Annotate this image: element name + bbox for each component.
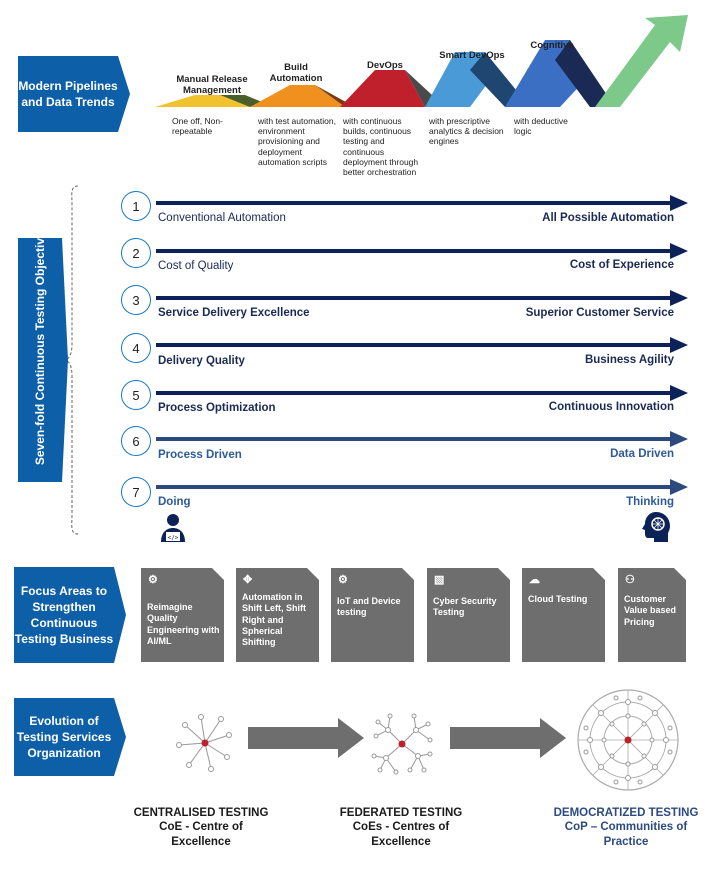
evolution-arrow-1 <box>248 718 364 758</box>
model-subtitle: CoEs - Centres of Excellence <box>352 821 450 848</box>
stage-smart-title: Smart DevOps <box>439 50 505 61</box>
focus-tag-label: Focus Areas to Strengthen Continuous Tes… <box>14 583 114 647</box>
focus-card-iot[interactable]: ⚙ IoT and Device testing <box>331 568 414 662</box>
objective-to: Continuous Innovation <box>548 401 674 413</box>
users-icon: ⚇ <box>625 574 635 586</box>
objective-number: 1 <box>121 191 151 221</box>
model-subtitle: CoP – Communities of Practice <box>564 821 688 848</box>
model-title: CENTRALISED TESTING <box>133 807 269 819</box>
objectives-tag-label: Seven-fold Continuous Testing Objectives <box>32 224 47 465</box>
stage-cognitive-shadow <box>555 40 615 107</box>
objective-number: 2 <box>121 238 151 268</box>
objective-to: Thinking <box>626 496 674 508</box>
cloud-icon: ☁ <box>529 574 540 586</box>
objective-arrow <box>156 431 688 447</box>
stage-build-title: Build Automation <box>269 62 323 85</box>
stage-manual-title: Manual Release Management <box>176 74 248 97</box>
stage-devops-title: DevOps <box>367 60 403 71</box>
focus-card-ai[interactable]: ⚙ Reimagine Quality Engineering with AI/… <box>141 568 224 662</box>
objective-arrow <box>156 290 688 306</box>
person-laptop-icon: </> <box>161 514 185 542</box>
focus-card-label: Reimagine Quality Engineering with AI/ML <box>147 602 220 646</box>
focus-card-cloud[interactable]: ☁ Cloud Testing <box>522 568 605 662</box>
pipelines-tag-arrow <box>118 56 130 132</box>
stage-build-band <box>250 85 345 107</box>
gears-icon: ⚙ <box>338 574 348 586</box>
objective-to: Data Driven <box>610 448 674 460</box>
move-arrows-icon: ✥ <box>243 574 253 586</box>
model-subtitle: CoE - Centre of Excellence <box>159 821 243 848</box>
evolution-tag: Evolution of Testing Services Organizati… <box>14 698 114 776</box>
objective-from: Doing <box>158 496 191 508</box>
objective-arrow <box>156 337 688 353</box>
objective-from: Service Delivery Excellence <box>158 307 310 319</box>
focus-card-pricing[interactable]: ⚇ Customer Value based Pricing <box>618 568 686 662</box>
stage-manual-band <box>155 95 250 107</box>
pipelines-tag: Modern Pipelines and Data Trends <box>18 56 118 132</box>
centralised-network-icon <box>176 714 232 772</box>
objective-to: Business Agility <box>584 354 674 366</box>
model-democratized: DEMOCRATIZED TESTING CoP – Communities o… <box>548 806 704 849</box>
evolution-arrow-2 <box>450 718 566 758</box>
objective-number: 5 <box>121 380 151 410</box>
objective-from: Process Driven <box>158 449 242 461</box>
objective-number: 3 <box>121 285 151 315</box>
objective-from: Cost of Quality <box>158 260 234 272</box>
security-chart-icon: ▧ <box>434 574 445 586</box>
model-centralised: CENTRALISED TESTING CoE - Centre of Exce… <box>126 806 276 849</box>
stage-cognitive-title: Cognitive <box>530 40 574 51</box>
stage-smart-desc: with prescriptive analytics & decision e… <box>429 116 504 147</box>
objectives-tag: Seven-fold Continuous Testing Objectives <box>18 224 62 482</box>
focus-tag: Focus Areas to Strengthen Continuous Tes… <box>14 567 114 663</box>
objective-from: Conventional Automation <box>158 212 286 224</box>
focus-card-label: Customer Value based Pricing <box>624 594 677 627</box>
objective-to: All Possible Automation <box>542 212 674 224</box>
focus-tag-arrow <box>114 567 126 663</box>
objective-number: 6 <box>121 426 151 456</box>
focus-card-label: Cyber Security Testing <box>433 596 497 618</box>
model-title: FEDERATED TESTING <box>339 807 463 819</box>
growth-arrow <box>595 15 688 107</box>
stage-manual-shadow <box>220 95 262 107</box>
svg-text:</>: </> <box>168 535 179 542</box>
pipeline-zigzag <box>155 15 688 107</box>
objective-number: 4 <box>121 333 151 363</box>
objective-arrow <box>156 479 688 495</box>
objective-arrow <box>156 195 688 211</box>
objective-to: Superior Customer Service <box>525 307 674 319</box>
stage-manual-desc: One off, Non-repeatable <box>172 116 223 137</box>
objectives-tag-arrow <box>62 238 68 482</box>
brain-head-icon <box>642 512 670 542</box>
stage-build-desc: with test automation, environment provis… <box>258 116 336 167</box>
focus-card-label: Cloud Testing <box>528 594 588 604</box>
stage-build-shadow <box>315 85 355 107</box>
objective-from: Process Optimization <box>158 402 276 414</box>
objective-number: 7 <box>121 477 151 507</box>
focus-card-label: Automation in Shift Left, Shift Right an… <box>242 592 306 647</box>
focus-card-security[interactable]: ▧ Cyber Security Testing <box>427 568 510 662</box>
objective-from: Delivery Quality <box>158 355 245 367</box>
focus-card-shift[interactable]: ✥ Automation in Shift Left, Shift Right … <box>236 568 319 662</box>
federated-network-icon <box>371 713 433 775</box>
stage-cognitive-desc: with deductive logic <box>514 116 568 137</box>
model-federated: FEDERATED TESTING CoEs - Centres of Exce… <box>326 806 476 849</box>
objective-to: Cost of Experience <box>569 259 674 271</box>
stage-devops-band <box>340 70 425 107</box>
brain-gear-icon: ⚙ <box>148 574 158 586</box>
stage-devops-desc: with continuous builds, continuous testi… <box>343 116 419 177</box>
democratized-network-icon <box>577 689 679 791</box>
objective-arrow <box>156 385 688 401</box>
focus-card-label: IoT and Device testing <box>337 596 401 618</box>
objective-arrow <box>156 243 688 259</box>
evolution-tag-label: Evolution of Testing Services Organizati… <box>16 713 112 761</box>
evolution-tag-arrow <box>114 698 126 776</box>
model-title: DEMOCRATIZED TESTING <box>553 807 699 819</box>
pipelines-tag-label: Modern Pipelines and Data Trends <box>18 78 118 109</box>
